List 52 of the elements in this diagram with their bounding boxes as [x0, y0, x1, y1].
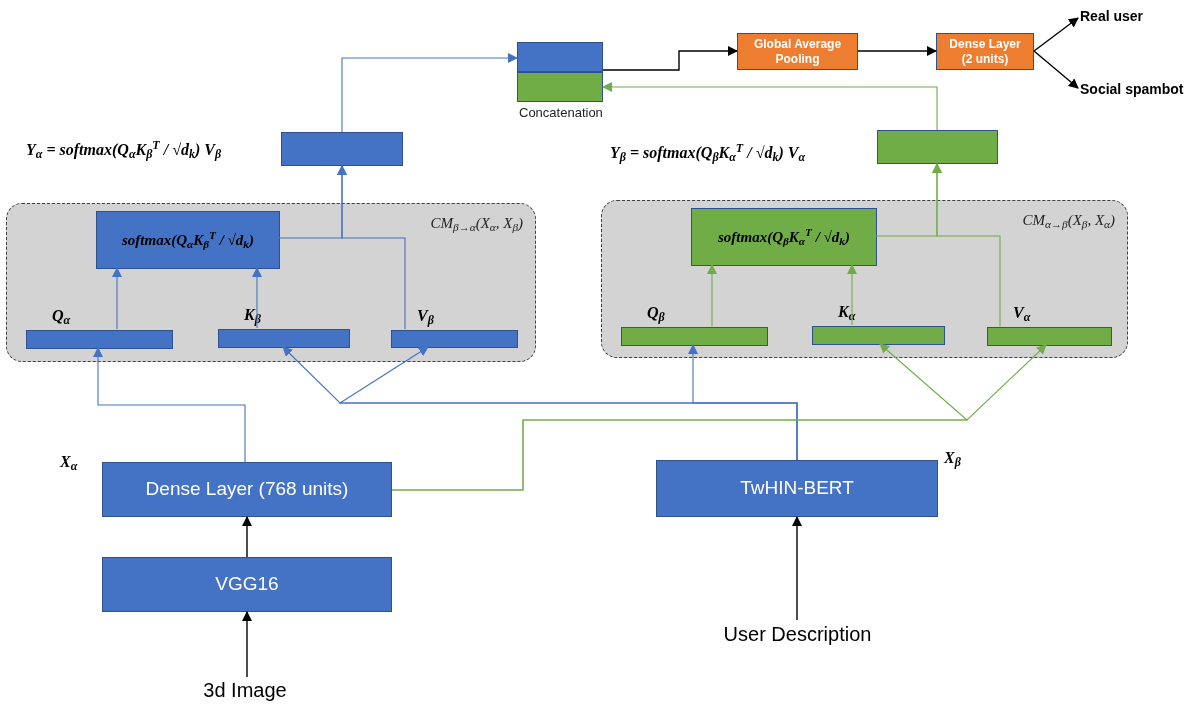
- block-caption: Concatenation: [519, 104, 603, 122]
- layer-label: VGG16: [215, 572, 279, 597]
- vector-label: V$_{β}$: [417, 306, 434, 328]
- arrow: [847, 264, 857, 326]
- input-symbol: X$_{β}$: [944, 448, 961, 470]
- arrow: [1033, 17, 1079, 52]
- input-symbol: X$_{α}$: [60, 452, 78, 474]
- arrow: [932, 163, 1001, 327]
- vector-label: Q$_{α}$: [52, 306, 71, 328]
- layer-box: [936, 33, 1034, 70]
- input-label: 3d Image: [203, 678, 287, 703]
- vector-label: V$_{α}$: [1013, 303, 1031, 325]
- arrow: [792, 516, 802, 621]
- layer-label: Dense Layer (2 units): [948, 36, 1022, 67]
- formula: softmax(Q$_{β}$K$_{α}$$^{T}$ / √d$_{k}$): [718, 225, 850, 249]
- feature-block: [877, 130, 998, 164]
- formula: softmax(Q$_{α}$K$_{β}$$^{T}$ / √d$_{k}$): [122, 228, 254, 252]
- attention-box: [691, 208, 877, 266]
- layer-label: TwHIN-BERT: [740, 476, 854, 501]
- attention-box: [96, 211, 280, 269]
- vector-label: Q$_{β}$: [647, 303, 665, 325]
- arrow: [93, 347, 246, 463]
- arrow: [341, 53, 518, 133]
- feature-block: [517, 72, 603, 102]
- module-label: CM$_{α→β}$(X$_{β}$, X$_{α}$): [1022, 211, 1115, 232]
- feature-block: [281, 132, 403, 166]
- arrow: [1033, 50, 1079, 89]
- arrow: [707, 264, 717, 327]
- layer-box: [737, 33, 858, 70]
- output-label: Social spambot: [1080, 79, 1184, 99]
- layer-box: [102, 462, 392, 517]
- arrow: [252, 267, 262, 329]
- layer-box: [656, 460, 938, 517]
- arrow: [337, 165, 406, 330]
- module-label: CM$_{β→α}$(X$_{α}$, X$_{β}$): [430, 214, 523, 235]
- input-label: User Description: [723, 622, 872, 647]
- output-label: Real user: [1080, 6, 1144, 26]
- module-panel: [601, 200, 1128, 358]
- arrow: [857, 46, 937, 56]
- layer-box: [102, 557, 392, 612]
- layer-label: Global Average Pooling: [752, 36, 843, 67]
- arrow: [112, 267, 122, 330]
- arrow: [242, 516, 252, 558]
- arrow: [602, 82, 938, 131]
- feature-block: [517, 42, 603, 72]
- vector-label: K$_{β}$: [244, 305, 261, 327]
- arrow: [602, 46, 738, 71]
- vector-label: K$_{α}$: [838, 302, 856, 324]
- arrow: [688, 344, 798, 461]
- arrow: [242, 611, 252, 678]
- module-panel: [6, 203, 536, 362]
- layer-label: Dense Layer (768 units): [145, 477, 349, 502]
